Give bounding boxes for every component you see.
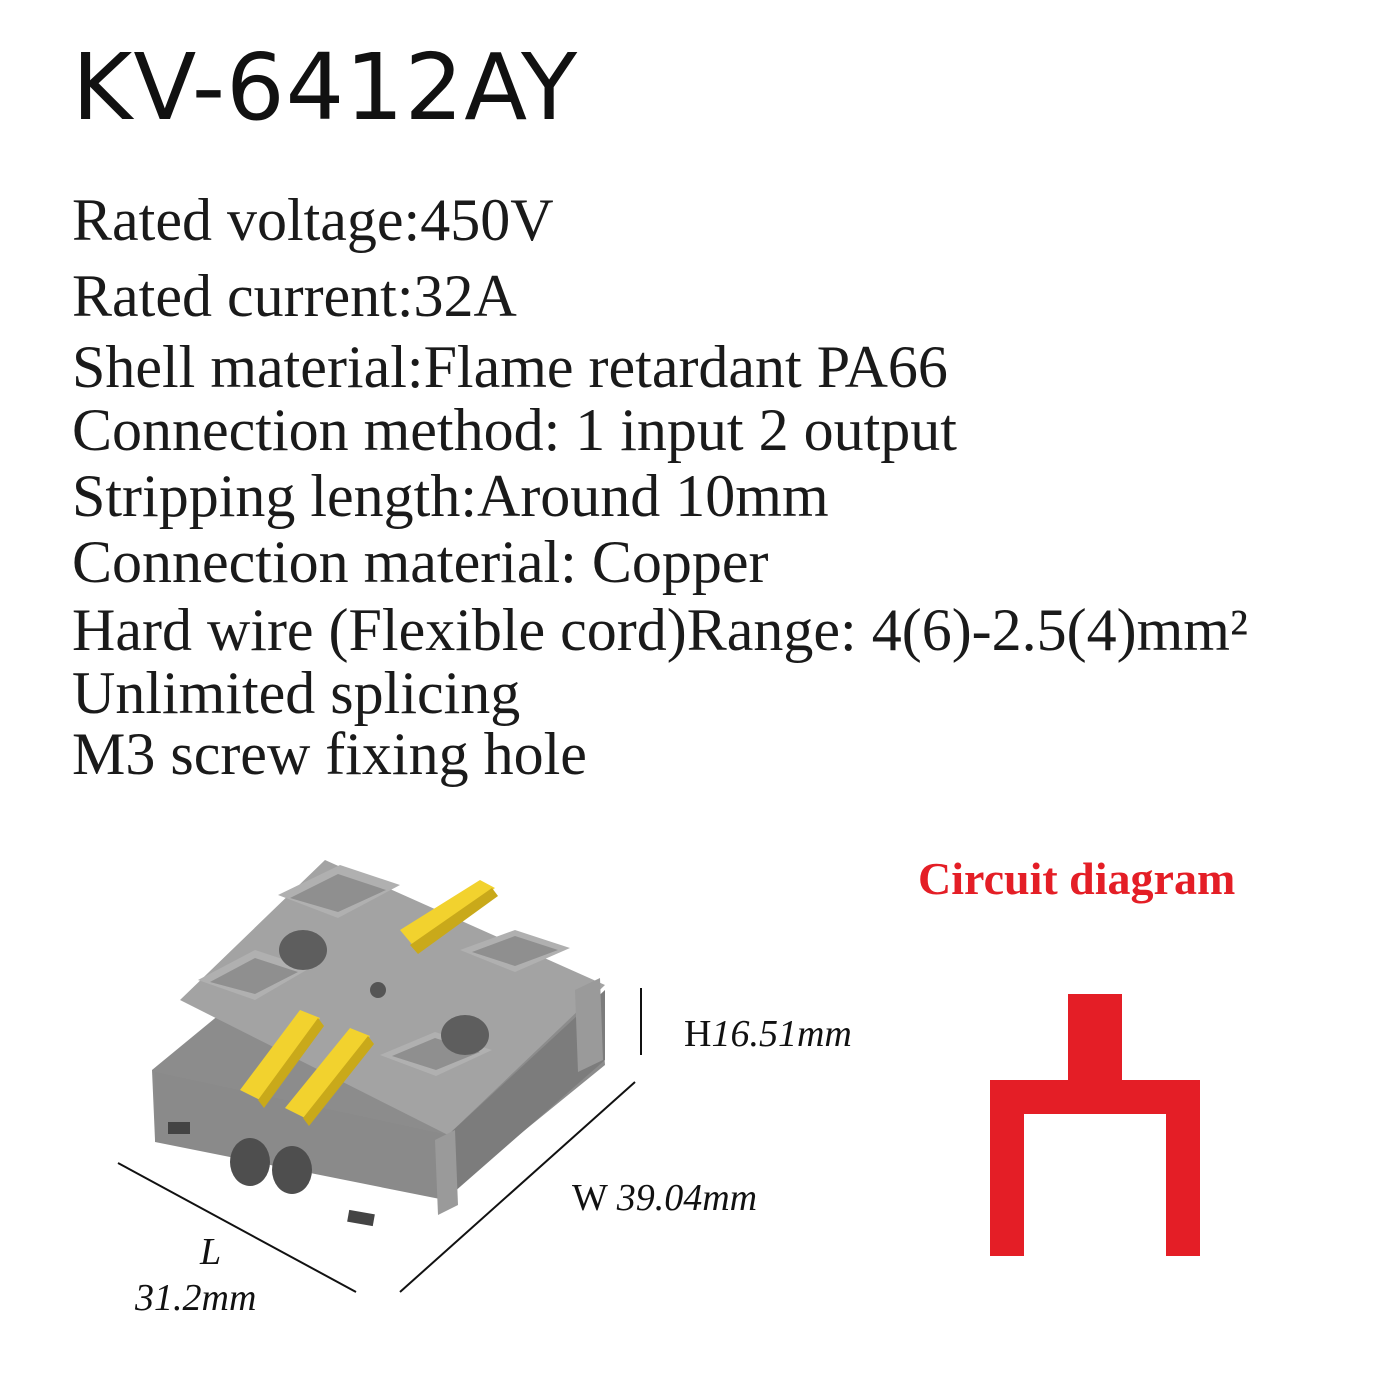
spec-connection-method: Connection method: 1 input 2 output xyxy=(72,397,957,463)
spec-unlimited-splicing: Unlimited splicing xyxy=(72,660,521,726)
dimension-height: H16.51mm xyxy=(684,1013,852,1055)
spec-wire-range: Hard wire (Flexible cord)Range: 4(6)-2.5… xyxy=(72,597,1248,663)
spec-stripping-length: Stripping length:Around 10mm xyxy=(72,463,829,529)
dimension-length-value: 31.2mm xyxy=(135,1277,257,1319)
product-model-title: KV-6412AY xyxy=(72,34,579,141)
dimension-length-label: L xyxy=(200,1231,222,1273)
spec-rated-voltage: Rated voltage:450V xyxy=(72,187,554,253)
spec-connection-material: Connection material: Copper xyxy=(72,529,769,595)
wire-connector-image xyxy=(152,860,605,1227)
circuit-diagram-symbol xyxy=(990,994,1200,1256)
circuit-diagram-title: Circuit diagram xyxy=(918,853,1236,904)
spec-shell-material: Shell material:Flame retardant PA66 xyxy=(72,334,948,400)
spec-m3-screw-hole: M3 screw fixing hole xyxy=(72,721,587,787)
spec-rated-current: Rated current:32A xyxy=(72,263,517,329)
dimension-width: W 39.04mm xyxy=(572,1177,758,1219)
